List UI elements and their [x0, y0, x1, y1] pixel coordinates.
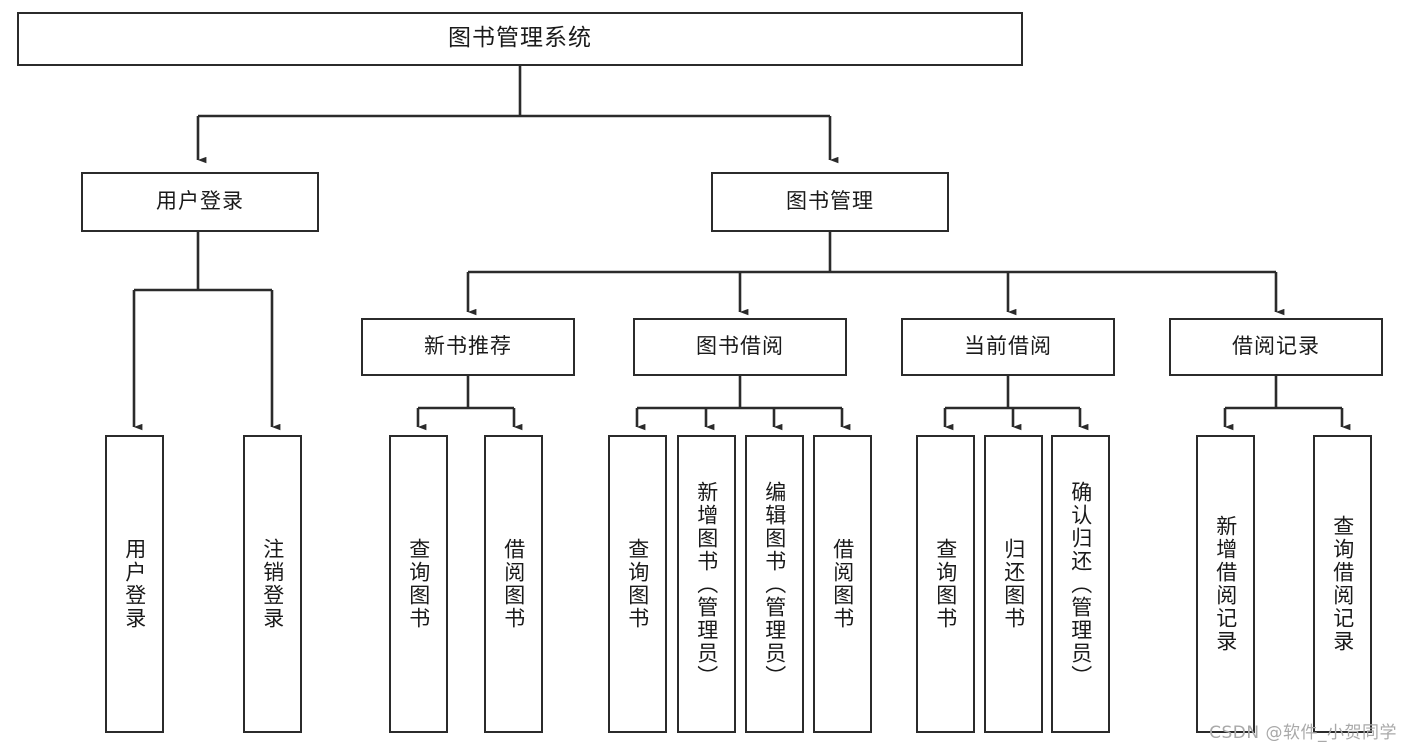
node-leaf-confirm-return[interactable]: 确认归还（管理员）: [1051, 435, 1110, 733]
node-leaf-query-book-recommend[interactable]: 查询图书: [389, 435, 448, 733]
node-leaf-add-book[interactable]: 新增图书（管理员）: [677, 435, 736, 733]
node-label: 查询图书: [625, 538, 650, 630]
node-leaf-add-borrow-record[interactable]: 新增借阅记录: [1196, 435, 1255, 733]
node-label: 借阅图书: [830, 538, 855, 630]
node-label: 编辑图书（管理员）: [762, 480, 787, 688]
node-leaf-logout-login[interactable]: 注销登录: [243, 435, 302, 733]
node-book-borrow[interactable]: 图书借阅: [633, 318, 847, 376]
node-label: 新增图书（管理员）: [694, 480, 719, 688]
node-leaf-return-book[interactable]: 归还图书: [984, 435, 1043, 733]
node-borrow-record[interactable]: 借阅记录: [1169, 318, 1383, 376]
node-label: 查询借阅记录: [1330, 515, 1355, 653]
node-label: 图书管理: [786, 189, 874, 214]
node-label: 图书管理系统: [448, 25, 592, 52]
node-label: 用户登录: [156, 189, 244, 214]
node-label: 借阅图书: [501, 538, 526, 630]
node-label: 确认归还（管理员）: [1068, 480, 1093, 688]
node-label: 图书借阅: [696, 334, 784, 359]
node-root-book-management-system[interactable]: 图书管理系统: [17, 12, 1023, 66]
csdn-watermark: CSDN @软件_小贺同学: [1209, 723, 1397, 743]
node-label: 用户登录: [122, 538, 147, 630]
node-leaf-borrow-book[interactable]: 借阅图书: [813, 435, 872, 733]
node-leaf-query-book-borrow[interactable]: 查询图书: [608, 435, 667, 733]
node-leaf-query-book-current[interactable]: 查询图书: [916, 435, 975, 733]
node-label: 查询图书: [933, 538, 958, 630]
node-label: 借阅记录: [1232, 334, 1320, 359]
node-label: 注销登录: [260, 538, 285, 630]
node-user-login[interactable]: 用户登录: [81, 172, 319, 232]
node-leaf-query-borrow-record[interactable]: 查询借阅记录: [1313, 435, 1372, 733]
node-book-management[interactable]: 图书管理: [711, 172, 949, 232]
node-leaf-edit-book[interactable]: 编辑图书（管理员）: [745, 435, 804, 733]
node-label: 查询图书: [406, 538, 431, 630]
node-leaf-borrow-book-recommend[interactable]: 借阅图书: [484, 435, 543, 733]
node-label: 新增借阅记录: [1213, 515, 1238, 653]
node-new-book-recommend[interactable]: 新书推荐: [361, 318, 575, 376]
node-current-borrow[interactable]: 当前借阅: [901, 318, 1115, 376]
node-label: 当前借阅: [964, 334, 1052, 359]
node-leaf-user-login[interactable]: 用户登录: [105, 435, 164, 733]
node-label: 新书推荐: [424, 334, 512, 359]
node-label: 归还图书: [1001, 538, 1026, 630]
